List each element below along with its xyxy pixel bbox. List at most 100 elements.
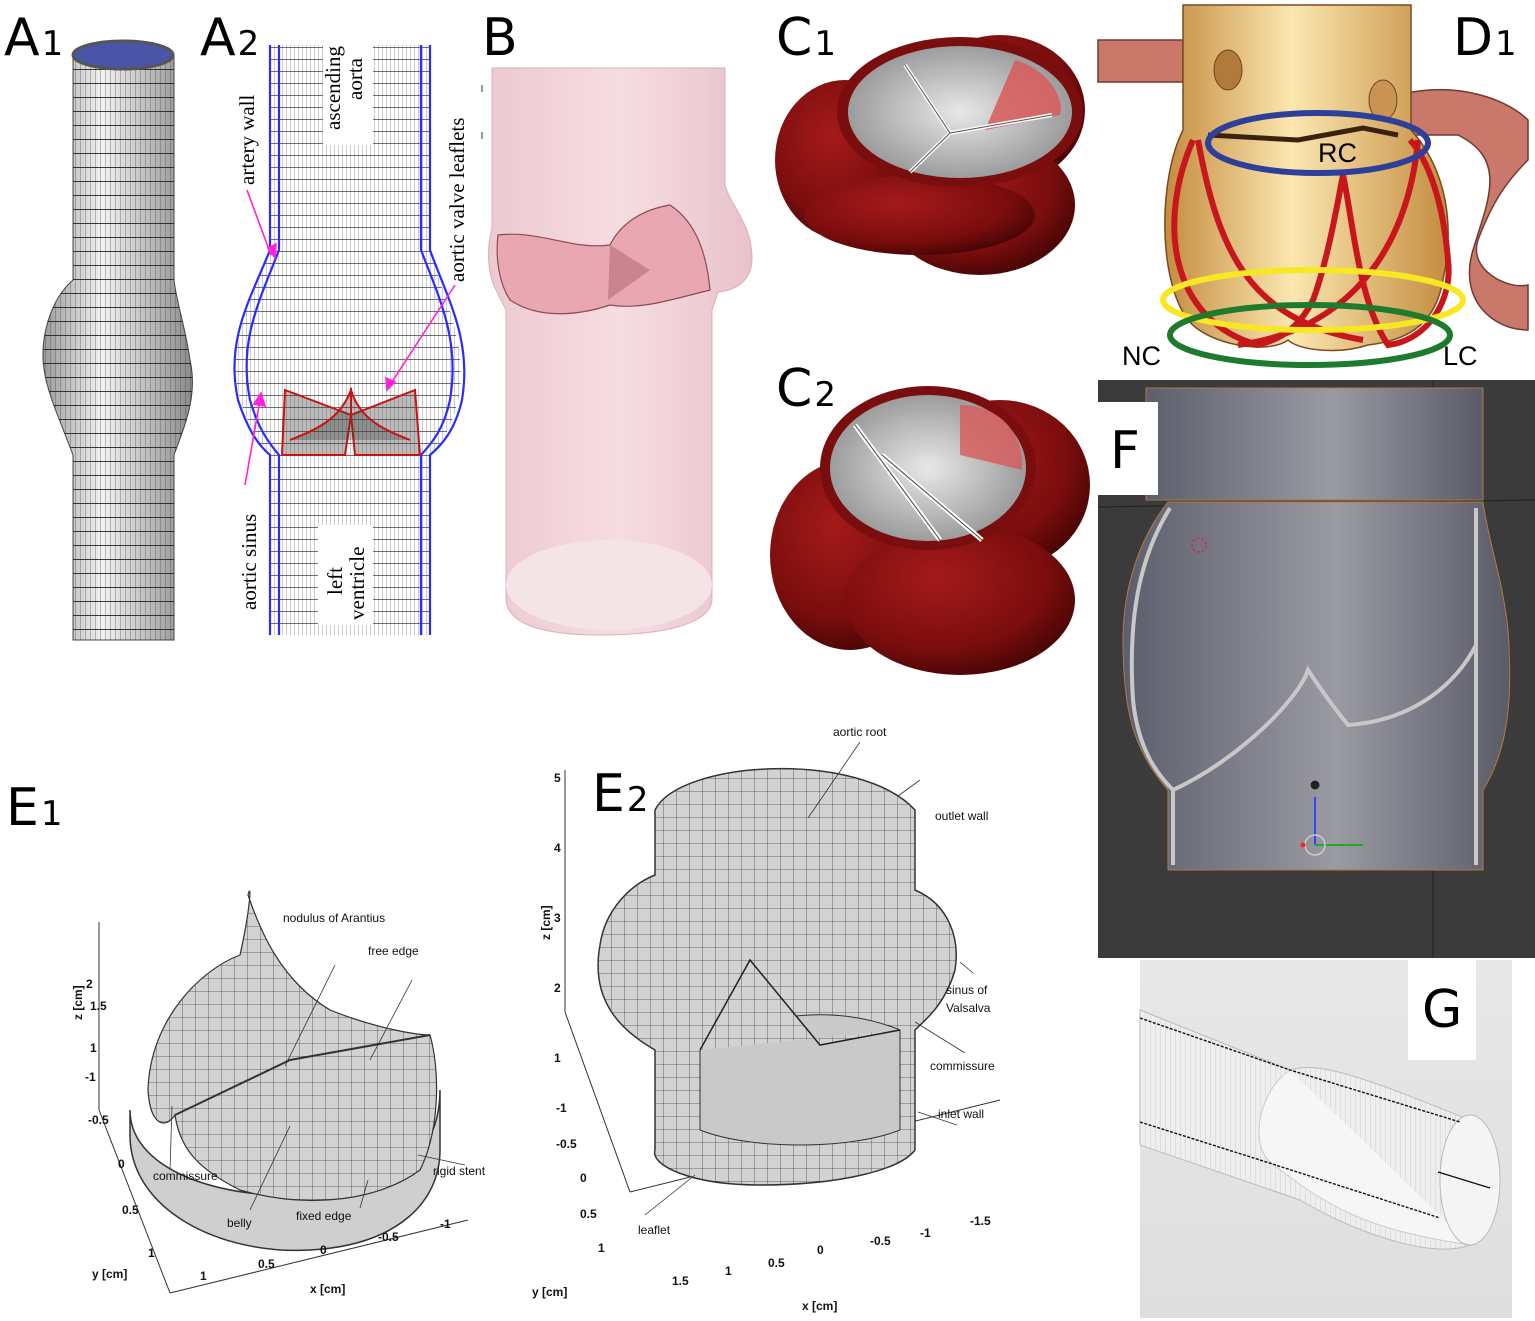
panel-label-f: F bbox=[1110, 421, 1140, 481]
e2-y-tick: 1 bbox=[598, 1241, 605, 1255]
label-lc: LC bbox=[1443, 341, 1478, 371]
e1-x-tick: -0.5 bbox=[378, 1230, 399, 1244]
panel-d1: RC NC LC D1 bbox=[1097, 0, 1535, 378]
annotation-rigid-stent: rigid stent bbox=[433, 1164, 486, 1178]
e2-y-tick: 0 bbox=[580, 1171, 587, 1185]
e1-y-tick: 1 bbox=[148, 1246, 155, 1260]
annotation-aortic-root: aortic root bbox=[833, 725, 887, 739]
annotation-nodulus: nodulus of Arantius bbox=[283, 911, 385, 925]
e1-annotation-leaders bbox=[169, 964, 466, 1211]
f-3d-cursor[interactable] bbox=[1191, 537, 1207, 553]
d1-green-ring bbox=[1167, 302, 1453, 368]
panel-label-a1: A1 bbox=[4, 8, 64, 68]
label-ascending: ascending bbox=[321, 46, 345, 130]
label-ventricle: ventricle bbox=[345, 547, 369, 620]
e1-x-tick: -1 bbox=[440, 1217, 451, 1231]
e2-y-tick: -0.5 bbox=[556, 1137, 577, 1151]
e1-x-tick: 0.5 bbox=[258, 1257, 275, 1271]
e2-z-tick: 5 bbox=[554, 771, 561, 785]
label-aortic-sinus: aortic sinus bbox=[237, 514, 261, 610]
e2-z-tick: 4 bbox=[554, 841, 561, 855]
e2-aortic-root-mesh-plot: 5 4 3 2 1 z [cm] -1 -0.5 0 0.5 1 y [cm] … bbox=[532, 725, 1001, 1313]
e2-z-label: z [cm] bbox=[539, 905, 553, 940]
b-translucent-root bbox=[481, 67, 753, 636]
panel-g: G bbox=[1139, 960, 1512, 1318]
g-label-box bbox=[1408, 960, 1476, 1060]
panel-e1: E1 2 1.5 1 z [cm] -1 -0.5 0 0.5 1 y [cm] bbox=[0, 770, 520, 1321]
panel-c2: C2 bbox=[760, 335, 1100, 690]
annotation-sinus-of: sinus of bbox=[946, 983, 988, 997]
e1-x-tick: 1 bbox=[200, 1269, 207, 1283]
e1-rigid-stent bbox=[129, 1089, 441, 1252]
panel-label-e1: E1 bbox=[6, 778, 63, 838]
e2-y-tick: 0.5 bbox=[580, 1207, 597, 1221]
e1-axes bbox=[98, 922, 469, 1294]
e2-z-tick: 2 bbox=[554, 981, 561, 995]
e1-leaflets bbox=[147, 890, 438, 1202]
a2-artery-wall bbox=[233, 45, 466, 635]
e1-y-label: y [cm] bbox=[92, 1267, 127, 1281]
annotation-commissure: commissure bbox=[930, 1059, 995, 1073]
f-sinus-body bbox=[1122, 501, 1511, 871]
panel-c1: C1 bbox=[760, 0, 1100, 335]
e2-x-tick: -0.5 bbox=[870, 1234, 891, 1248]
e2-x-tick: 1.5 bbox=[672, 1274, 689, 1288]
g-suture-lines bbox=[1139, 1017, 1491, 1219]
e1-y-tick: 0.5 bbox=[122, 1203, 139, 1217]
f-outlet-ring bbox=[1145, 387, 1484, 501]
a2-leaflets bbox=[280, 386, 422, 456]
e1-z-tick: 2 bbox=[86, 977, 93, 991]
label-nc: NC bbox=[1122, 341, 1161, 371]
c1-closed-valve bbox=[775, 35, 1085, 275]
e1-z-tick: 1.5 bbox=[90, 999, 107, 1013]
a2-pointer-arrows bbox=[244, 189, 456, 486]
annotation-free-edge: free edge bbox=[368, 944, 419, 958]
a2-cross-section: ascending aorta artery wall aortic valve… bbox=[233, 20, 469, 635]
e1-y-tick: -0.5 bbox=[88, 1113, 109, 1127]
label-rc: RC bbox=[1318, 138, 1357, 168]
annotation-fixed-edge: fixed edge bbox=[296, 1209, 352, 1223]
e2-x-tick: 0 bbox=[817, 1243, 824, 1257]
e1-x-label: x [cm] bbox=[310, 1282, 345, 1296]
c2-open-valve bbox=[770, 386, 1090, 675]
d1-yellow-ring bbox=[1160, 267, 1466, 333]
a1-top-lumen bbox=[71, 39, 175, 71]
panel-f: F bbox=[1097, 380, 1535, 958]
panel-label-a2: A2 bbox=[200, 8, 260, 68]
panel-label-c2: C2 bbox=[776, 359, 836, 419]
e2-x-tick: -1.5 bbox=[970, 1214, 991, 1228]
e2-annotation-leaders bbox=[644, 741, 974, 1216]
e1-z-tick: 1 bbox=[90, 1041, 97, 1055]
b-leaflets bbox=[496, 204, 711, 315]
e2-x-label: x [cm] bbox=[802, 1299, 837, 1313]
annotation-leaflet: leaflet bbox=[638, 1223, 671, 1237]
panel-a2: A2 ascending aorta artery wall bbox=[190, 0, 480, 650]
annotation-inlet-wall: inlet wall bbox=[938, 1107, 984, 1121]
a1-mesh-cylinder bbox=[42, 39, 193, 641]
panel-label-d1: D1 bbox=[1453, 8, 1517, 68]
annotation-outlet-wall: outlet wall bbox=[935, 809, 988, 823]
label-left: left bbox=[323, 567, 347, 595]
e1-y-tick: -1 bbox=[85, 1070, 96, 1084]
e1-z-label: z [cm] bbox=[71, 985, 85, 1020]
f-leaflet-outlines bbox=[1129, 506, 1478, 865]
panel-e2: E2 5 4 3 2 1 z [cm] -1 -0.5 0 0.5 1 y [c… bbox=[520, 700, 1100, 1321]
label-aortic-valve-leaflets: aortic valve leaflets bbox=[445, 118, 469, 282]
e2-y-tick: -1 bbox=[556, 1101, 567, 1115]
e2-y-label: y [cm] bbox=[532, 1285, 567, 1299]
f-transform-gizmo[interactable] bbox=[1300, 779, 1364, 856]
annotation-belly: belly bbox=[227, 1216, 252, 1230]
annotation-commissure: commissure bbox=[153, 1169, 218, 1183]
panel-label-b: B bbox=[482, 8, 518, 68]
label-artery-wall: artery wall bbox=[235, 94, 259, 185]
panel-b: B bbox=[470, 0, 760, 680]
e1-leaflet-mesh-plot: 2 1.5 1 z [cm] -1 -0.5 0 0.5 1 y [cm] 1 … bbox=[71, 890, 486, 1296]
e2-z-tick: 3 bbox=[554, 911, 561, 925]
f-label-box bbox=[1098, 402, 1158, 495]
label-aorta: aorta bbox=[343, 57, 367, 100]
e1-x-tick: 0 bbox=[320, 1243, 327, 1257]
f-3d-viewport bbox=[1097, 380, 1535, 958]
d1-anatomy-illustration: RC NC LC bbox=[1097, 4, 1529, 371]
panel-label-g: G bbox=[1422, 980, 1463, 1040]
panel-label-e2: E2 bbox=[592, 764, 649, 824]
